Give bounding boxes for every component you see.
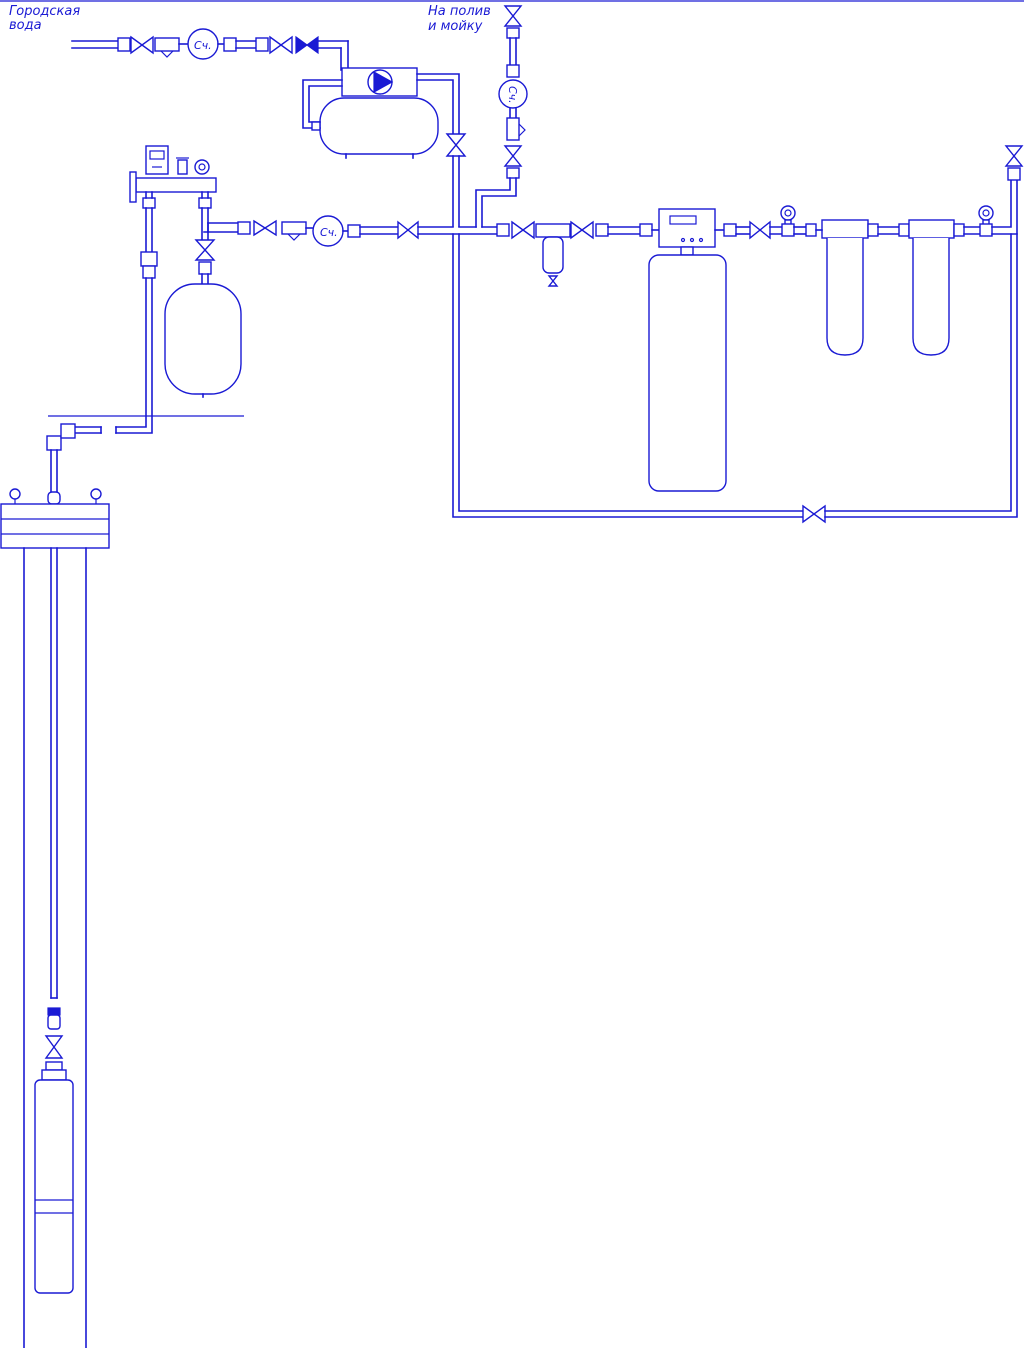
fitting <box>496 223 510 237</box>
meter-label: Сч. <box>320 226 338 239</box>
irrigation-branch: Сч. <box>475 5 528 228</box>
gate-valve-icon <box>194 239 216 261</box>
gate-valve-icon <box>44 1035 64 1059</box>
fitting <box>237 221 251 235</box>
gate-valve-icon <box>503 5 523 27</box>
tee-fitting <box>979 223 993 237</box>
fitting <box>142 197 156 209</box>
accumulator-tank <box>319 97 439 155</box>
booster-pump-station <box>302 67 467 227</box>
fitting <box>805 223 817 237</box>
expansion-tank <box>164 283 242 395</box>
manifold <box>135 177 217 193</box>
gate-valve-icon <box>511 220 535 240</box>
fitting <box>47 491 61 505</box>
gate-valve-icon <box>397 220 419 240</box>
submersible-pump <box>34 1079 74 1294</box>
fitting <box>595 223 609 237</box>
softener-tank <box>648 254 727 492</box>
fitting <box>45 1061 63 1071</box>
well <box>0 423 110 1348</box>
treatment-line <box>458 145 1024 492</box>
city-water-label-line1: Городская <box>9 4 80 19</box>
strainer-icon <box>506 117 526 141</box>
gate-valve-icon <box>503 145 523 167</box>
fitting <box>117 37 131 52</box>
meter-label: Сч. <box>506 86 519 104</box>
irrigation-label-line2: и мойку <box>428 19 483 34</box>
gate-valve-icon <box>570 220 594 240</box>
fitting <box>198 197 212 209</box>
pressure-sensor-icon <box>176 157 189 175</box>
water-meter-icon: Сч. <box>187 28 219 60</box>
fitting <box>506 64 520 78</box>
cartridge-filter <box>908 219 955 356</box>
gauge-icon <box>780 205 796 226</box>
fitting <box>198 261 212 275</box>
elbow-fitting <box>46 423 76 451</box>
fitting <box>140 251 158 267</box>
gate-valve-icon <box>269 35 293 55</box>
fitting <box>1007 167 1021 181</box>
softener-control-valve <box>658 208 716 248</box>
well-head <box>0 503 110 549</box>
cartridge-filter <box>815 219 869 356</box>
gate-valve-icon <box>749 220 771 240</box>
city-water-line: Сч. <box>71 28 349 71</box>
meter-label: Сч. <box>194 39 212 52</box>
city-water-label-line2: вода <box>9 18 42 33</box>
fitting <box>142 265 156 279</box>
fitting <box>223 37 237 52</box>
fitting <box>255 37 269 52</box>
fitting <box>639 223 653 237</box>
irrigation-label-line1: На полив <box>428 4 491 19</box>
gate-valve-icon <box>253 219 277 237</box>
gate-valve-icon <box>445 133 467 157</box>
pressure-switch <box>145 145 169 175</box>
fitting <box>506 167 520 179</box>
gauge-icon <box>978 205 994 226</box>
fitting <box>41 1069 67 1081</box>
fitting <box>867 223 879 237</box>
water-meter-icon: Сч. <box>498 79 528 109</box>
check-valve-icon <box>295 35 319 55</box>
water-meter-icon: Сч. <box>312 215 344 247</box>
gate-valve-icon <box>130 35 154 55</box>
check-valve-icon <box>47 1007 61 1030</box>
gate-valve-icon <box>802 504 826 524</box>
fitting <box>506 27 520 39</box>
gate-valve-icon <box>1004 145 1024 167</box>
fitting <box>953 223 965 237</box>
gauge-icon <box>90 488 102 504</box>
fitting <box>680 246 694 256</box>
gauge-icon <box>9 488 21 504</box>
manifold-flange <box>129 171 137 203</box>
strainer-icon <box>281 221 307 241</box>
pump-icon <box>367 69 394 95</box>
gauge-icon <box>194 159 210 175</box>
strainer-icon <box>154 37 180 58</box>
tee-fitting <box>781 223 795 237</box>
fitting <box>898 223 910 237</box>
fitting <box>723 223 737 237</box>
bypass-loop <box>452 233 1018 524</box>
sediment-filter <box>535 223 571 287</box>
fitting <box>347 224 361 238</box>
well-automation: Сч. <box>115 145 498 434</box>
